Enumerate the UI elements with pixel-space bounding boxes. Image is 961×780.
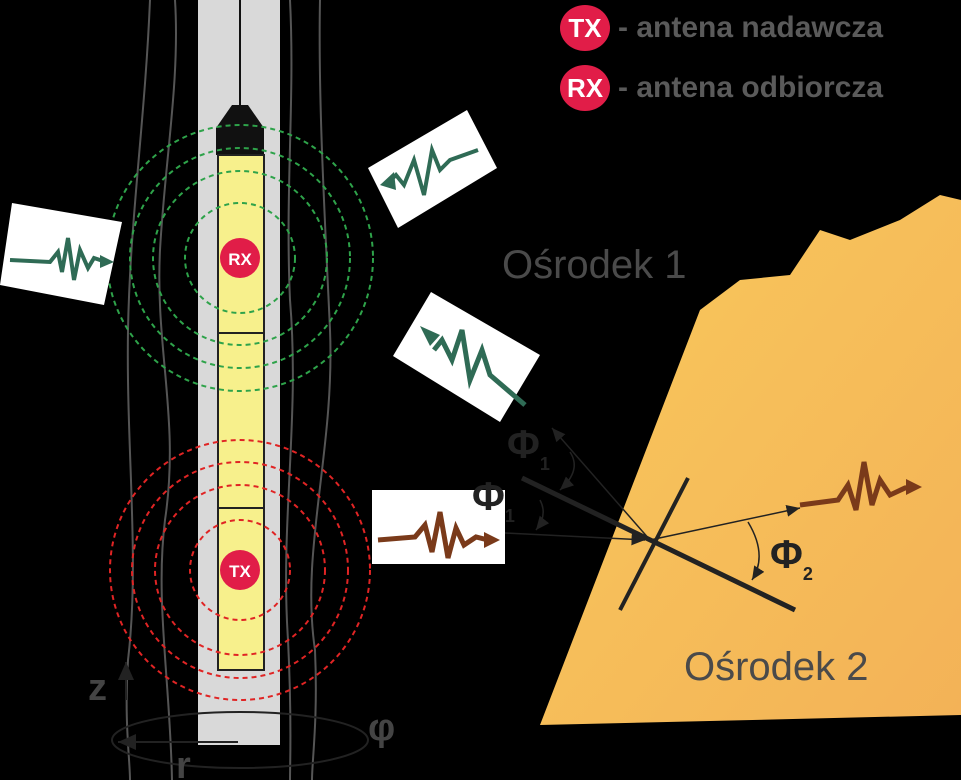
wave-card-middle	[393, 292, 540, 422]
wave-card-left	[0, 203, 122, 305]
tool-head	[216, 105, 264, 155]
medium-2-region	[540, 195, 961, 725]
rx-antenna: RX	[220, 238, 260, 278]
angle-arc-2	[747, 521, 765, 581]
phi2-label: Φ2	[770, 533, 813, 584]
transmitted-wave	[799, 461, 922, 511]
tx-legend-text: - antena nadawcza	[618, 11, 884, 44]
z-axis-label: z	[88, 667, 107, 709]
angle-arc-1-lower	[535, 499, 550, 531]
tx-antenna-label: TX	[229, 562, 251, 581]
coordinate-system	[111, 662, 369, 769]
borehole-wall-lines	[125, 0, 332, 780]
rx-badge: RX	[560, 65, 610, 111]
rx-antenna-label: RX	[228, 250, 252, 269]
rx-legend-text: - antena odbiorcza	[618, 71, 884, 104]
tx-badge: TX	[560, 5, 610, 51]
phi-axis-label: φ	[368, 707, 395, 749]
reflection-geometry	[504, 427, 801, 613]
phi1-lower-label: Φ1	[472, 475, 515, 526]
angle-arc-1-upper	[559, 451, 575, 491]
medium-1-label: Ośrodek 1	[502, 243, 687, 287]
incident-ray	[504, 532, 646, 546]
medium-2-label: Ośrodek 2	[684, 645, 869, 689]
phi1-upper-label: Φ1	[507, 423, 550, 474]
tool-body	[217, 154, 265, 671]
normal-line	[520, 475, 797, 613]
tx-antenna: TX	[220, 550, 260, 590]
reflected-ray	[551, 427, 651, 541]
wave-card-tx	[372, 490, 505, 564]
legend-rx: RX - antena odbiorcza	[560, 65, 883, 111]
r-axis-label: r	[176, 745, 191, 780]
refracted-ray	[649, 504, 801, 541]
legend-tx: TX - antena nadawcza	[560, 5, 883, 51]
wave-card-upper-right	[368, 110, 497, 228]
tx-field-rings	[109, 439, 371, 701]
